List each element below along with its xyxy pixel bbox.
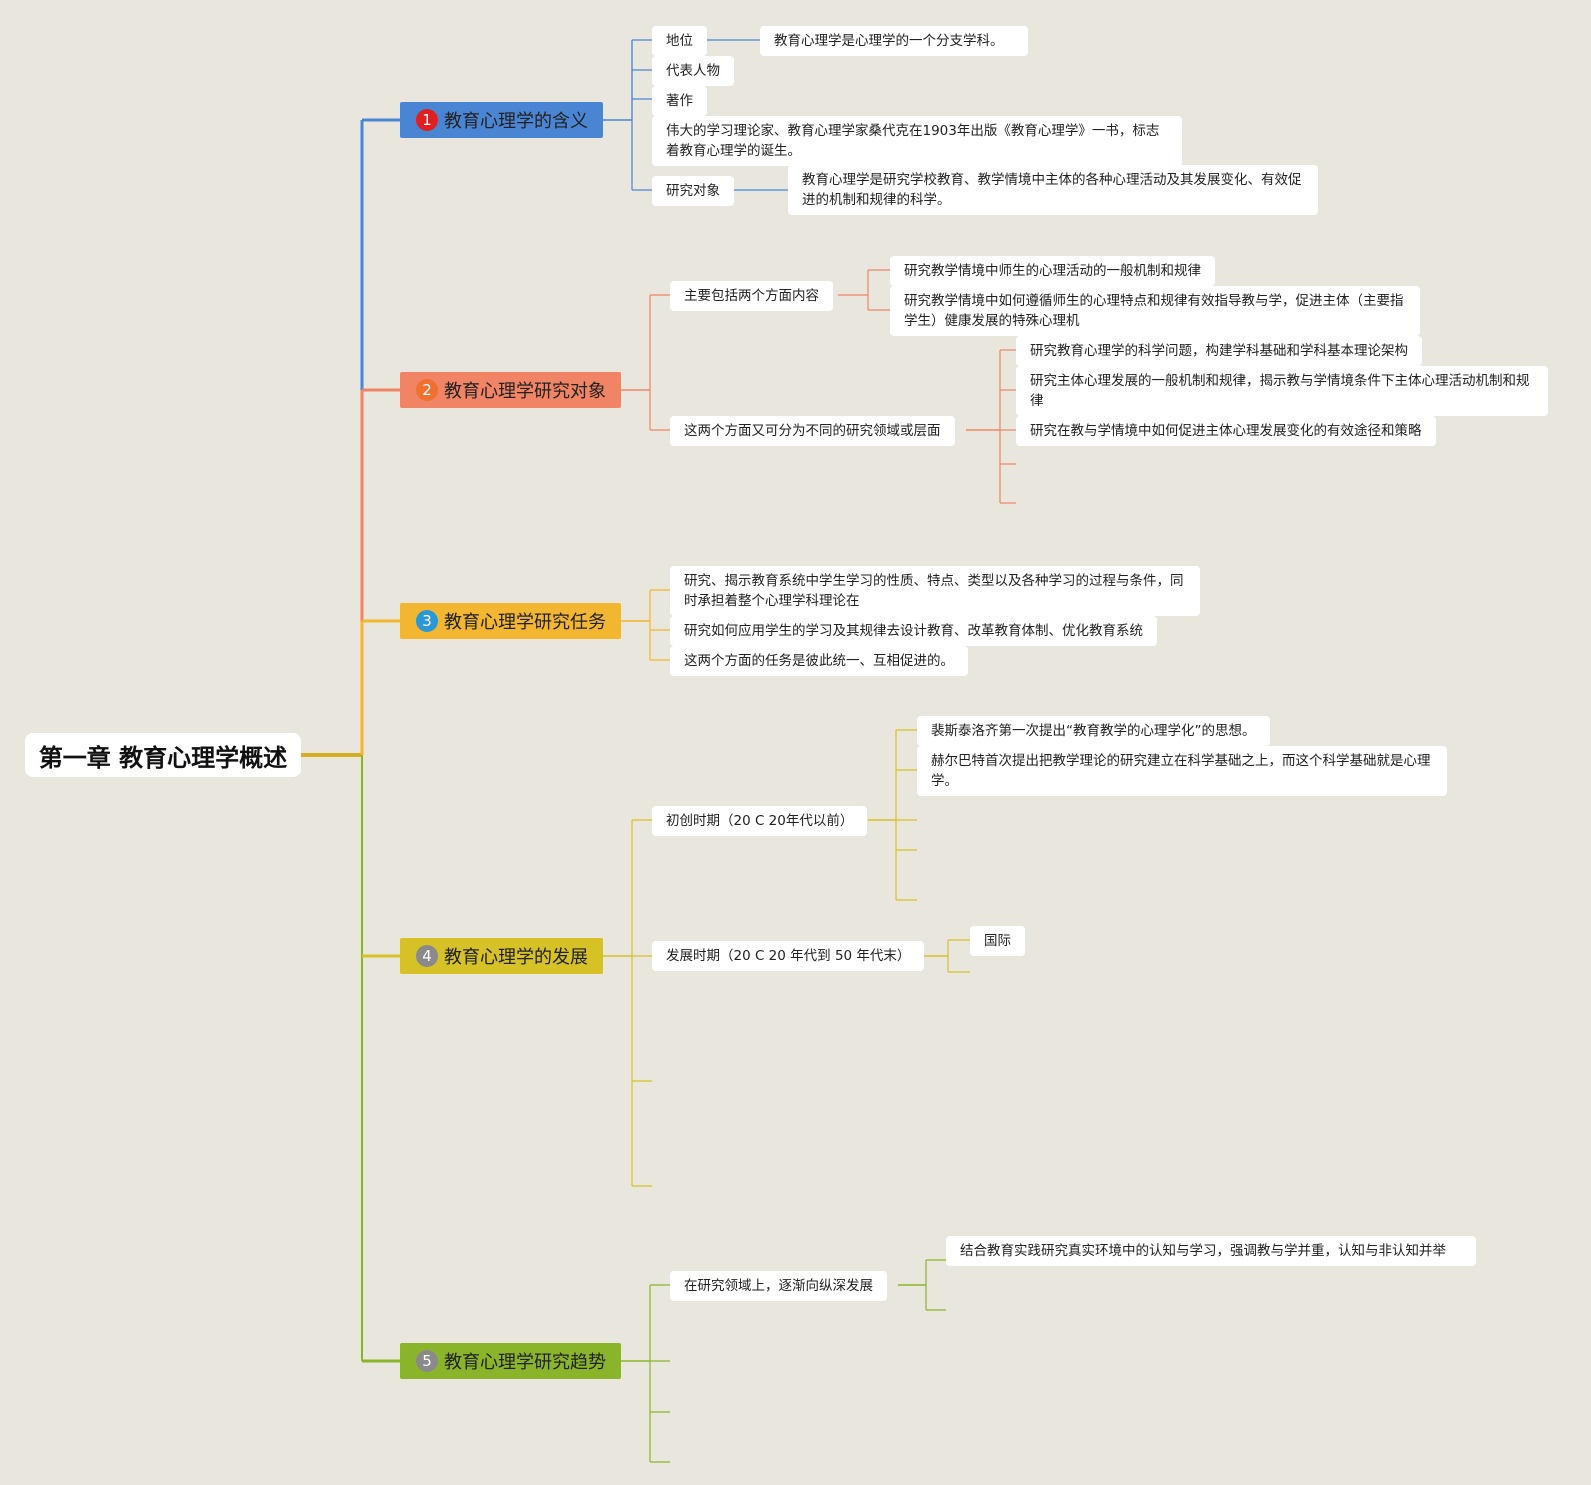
topic-levels[interactable]: 这两个方面又可分为不同的研究领域或层面 [670, 416, 955, 446]
topic-growth-1[interactable]: 国际 [970, 926, 1025, 956]
topic-level-3[interactable]: 研究在教与学情境中如何促进主体心理发展变化的有效途径和策略 [1016, 416, 1436, 446]
topic-level-2[interactable]: 研究主体心理发展的一般机制和规律，揭示教与学情境条件下主体心理活动机制和规律 [1016, 366, 1548, 416]
topic-aspect-2[interactable]: 研究教学情境中如何遵循师生的心理特点和规律有效指导教与学，促进主体（主要指学生）… [890, 286, 1420, 336]
topic-research-object-desc[interactable]: 教育心理学是研究学校教育、教学情境中主体的各种心理活动及其发展变化、有效促进的机… [788, 165, 1318, 215]
topic-task-3[interactable]: 这两个方面的任务是彼此统一、互相促进的。 [670, 646, 968, 676]
branch-label: 教育心理学的含义 [444, 111, 588, 132]
topic-growth-period[interactable]: 发展时期（20 C 20 年代到 50 年代末） [652, 941, 925, 971]
topic-level-1[interactable]: 研究教育心理学的科学问题，构建学科基础和学科基本理论架构 [1016, 336, 1422, 366]
topic-status-desc[interactable]: 教育心理学是心理学的一个分支学科。 [760, 26, 1028, 56]
branch-research-object[interactable]: 2 教育心理学研究对象 [400, 372, 621, 408]
branch-research-trend[interactable]: 5 教育心理学研究趋势 [400, 1343, 621, 1379]
topic-status[interactable]: 地位 [652, 26, 707, 56]
topic-two-aspects[interactable]: 主要包括两个方面内容 [670, 281, 833, 311]
topic-initial-2[interactable]: 赫尔巴特首次提出把教学理论的研究建立在科学基础之上，而这个科学基础就是心理学。 [917, 746, 1447, 796]
topic-trend-field-1[interactable]: 结合教育实践研究真实环境中的认知与学习，强调教与学并重，认知与非认知并举 [946, 1236, 1476, 1266]
topic-initial-period[interactable]: 初创时期（20 C 20年代以前） [652, 806, 868, 836]
branch-label: 教育心理学的发展 [444, 947, 588, 968]
branch-number-badge: 2 [416, 379, 438, 401]
topic-aspect-1[interactable]: 研究教学情境中师生的心理活动的一般机制和规律 [890, 256, 1215, 286]
branch-research-task[interactable]: 3 教育心理学研究任务 [400, 603, 621, 639]
topic-works[interactable]: 著作 [652, 86, 707, 116]
branch-label: 教育心理学研究趋势 [444, 1352, 606, 1373]
topic-works-desc[interactable]: 伟大的学习理论家、教育心理学家桑代克在1903年出版《教育心理学》一书，标志着教… [652, 116, 1182, 166]
branch-label: 教育心理学研究任务 [444, 612, 606, 633]
branch-number-badge: 4 [416, 945, 438, 967]
topic-task-2[interactable]: 研究如何应用学生的学习及其规律去设计教育、改革教育体制、优化教育系统 [670, 616, 1157, 646]
branch-number-badge: 3 [416, 610, 438, 632]
topic-representatives[interactable]: 代表人物 [652, 56, 734, 86]
branch-development[interactable]: 4 教育心理学的发展 [400, 938, 603, 974]
branch-number-badge: 5 [416, 1350, 438, 1372]
branch-number-badge: 1 [416, 109, 438, 131]
topic-task-1[interactable]: 研究、揭示教育系统中学生学习的性质、特点、类型以及各种学习的过程与条件，同时承担… [670, 566, 1200, 616]
branch-label: 教育心理学研究对象 [444, 381, 606, 402]
root-topic[interactable]: 第一章 教育心理学概述 [25, 733, 301, 777]
branch-meaning[interactable]: 1 教育心理学的含义 [400, 102, 603, 138]
topic-research-object[interactable]: 研究对象 [652, 176, 734, 206]
topic-trend-field[interactable]: 在研究领域上，逐渐向纵深发展 [670, 1271, 887, 1301]
topic-initial-1[interactable]: 裴斯泰洛齐第一次提出“教育教学的心理学化”的思想。 [917, 716, 1270, 746]
